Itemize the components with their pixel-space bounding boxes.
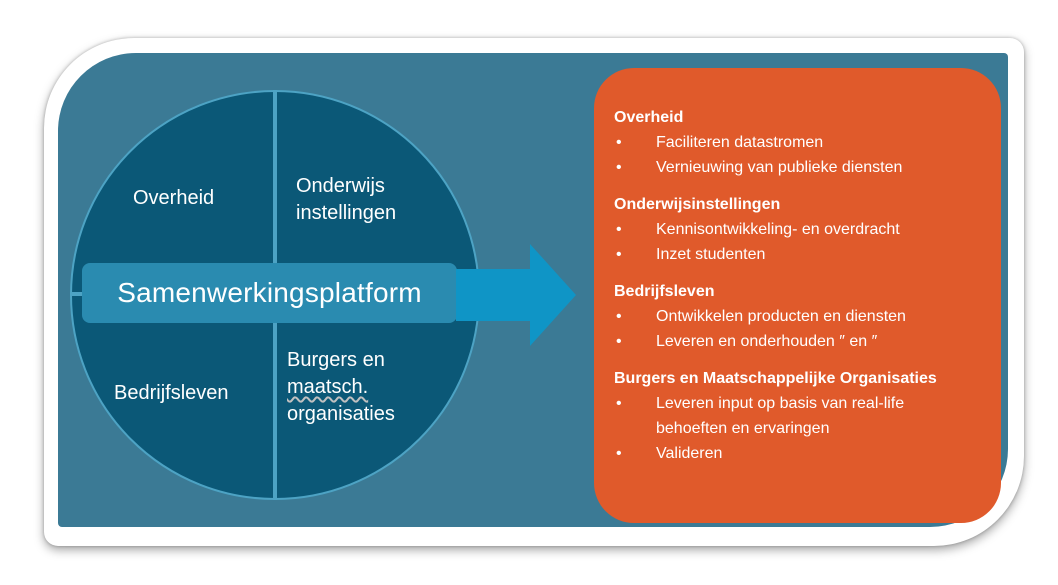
list-item-text: behoeften en ervaringen bbox=[656, 420, 830, 437]
section-title: Bedrijfsleven bbox=[614, 283, 715, 300]
platform-bar: Samenwerkingsplatform bbox=[82, 263, 457, 323]
bullet-dot: • bbox=[616, 445, 622, 462]
section-burgers: Burgers en Maatschappelijke Organisaties… bbox=[614, 366, 1001, 466]
quadrant-onderwijs: Onderwijs instellingen bbox=[296, 173, 396, 227]
list-item: • Kennisontwikkeling- en overdracht bbox=[614, 217, 1001, 242]
section-title: Burgers en Maatschappelijke Organisaties bbox=[614, 370, 937, 387]
section-title: Onderwijsinstellingen bbox=[614, 196, 781, 213]
bullet-dot: • bbox=[616, 246, 622, 263]
list-item: • Faciliteren datastromen bbox=[614, 130, 1001, 155]
list-item: • Inzet studenten bbox=[614, 242, 1001, 267]
list-item: • Leveren input op basis van real-life bbox=[614, 391, 1001, 416]
quadrant-overheid-label: Overheid bbox=[133, 187, 215, 209]
list-item: • Vernieuwing van publieke diensten bbox=[614, 155, 1001, 180]
quadrant-overheid: Overheid bbox=[133, 185, 214, 212]
details-box: Overheid • Faciliteren datastromen • Verni… bbox=[594, 68, 1001, 523]
quadrant-burgers-line1: Burgers en bbox=[287, 349, 385, 371]
list-item-continuation: behoeften en ervaringen bbox=[614, 416, 1001, 441]
list-item: • Valideren bbox=[614, 441, 1001, 466]
bullet-dot: • bbox=[616, 159, 622, 176]
arrow-shaft bbox=[456, 269, 532, 321]
list-item-text: Valideren bbox=[656, 445, 723, 462]
section-overheid: Overheid • Faciliteren datastromen • Verni… bbox=[614, 105, 1001, 180]
section-bedrijfsleven: Bedrijfsleven • Ontwikkelen producten en … bbox=[614, 279, 1001, 354]
list-item-text: Kennisontwikkeling- en overdracht bbox=[656, 221, 900, 238]
section-title: Overheid bbox=[614, 109, 684, 126]
list-item-text: Inzet studenten bbox=[656, 246, 766, 263]
quadrant-onderwijs-line2: instellingen bbox=[296, 202, 397, 224]
quadrant-onderwijs-line1: Onderwijs bbox=[296, 175, 385, 197]
quadrant-burgers-line3: organisaties bbox=[287, 403, 395, 425]
list-item-text: Leveren en onderhouden ″ en ″ bbox=[656, 333, 878, 350]
list-item-text: Ontwikkelen producten en diensten bbox=[656, 308, 906, 325]
list-item-text: Vernieuwing van publieke diensten bbox=[656, 159, 903, 176]
list-item-text: Leveren input op basis van real-life bbox=[656, 395, 905, 412]
quadrant-burgers-line2-text: maatsch. bbox=[287, 376, 369, 398]
arrow-head bbox=[530, 244, 576, 346]
bullet-dot: • bbox=[616, 395, 622, 412]
quadrant-bedrijfsleven: Bedrijfsleven bbox=[114, 380, 229, 407]
platform-label: Samenwerkingsplatform bbox=[117, 277, 422, 308]
list-item-text: Faciliteren datastromen bbox=[656, 134, 824, 151]
quadrant-bedrijfsleven-label: Bedrijfsleven bbox=[114, 382, 229, 404]
quadrant-burgers: Burgers en maatsch. organisaties bbox=[287, 347, 395, 428]
bullet-dot: • bbox=[616, 333, 622, 350]
bullet-dot: • bbox=[616, 308, 622, 325]
bullet-dot: • bbox=[616, 134, 622, 151]
list-item: • Ontwikkelen producten en diensten bbox=[614, 304, 1001, 329]
section-onderwijsinstellingen: Onderwijsinstellingen • Kennisontwikkelin… bbox=[614, 192, 1001, 267]
list-item: • Leveren en onderhouden ″ en ″ bbox=[614, 329, 1001, 354]
quadrant-burgers-line2: maatsch. bbox=[287, 374, 395, 401]
bullet-dot: • bbox=[616, 221, 622, 238]
